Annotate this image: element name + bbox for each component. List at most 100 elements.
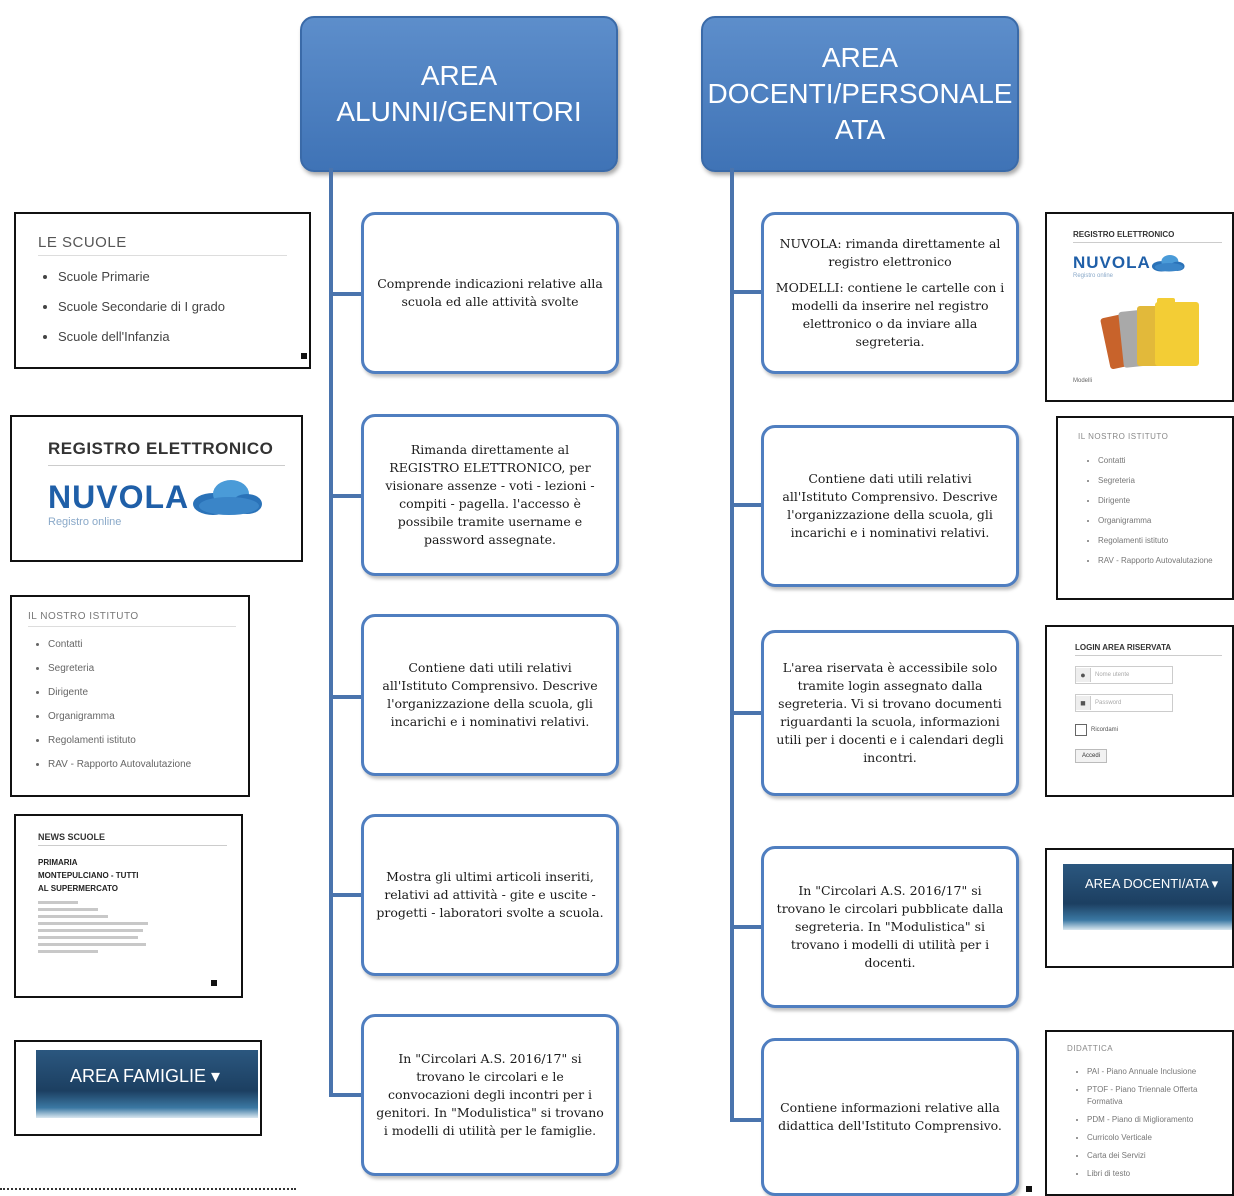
list-item: PAI - Piano Annuale Inclusione [1087, 1063, 1224, 1081]
thumb-area-famiglie: AREA FAMIGLIE ▾ [14, 1040, 262, 1136]
nuvola-logo: NUVOLA [1073, 253, 1222, 273]
login-button[interactable]: Accedi [1075, 749, 1108, 763]
node-area-famiglie: In "Circolari A.S. 2016/17" si trovano l… [361, 1014, 619, 1176]
nuvola-wordmark: NUVOLA [1073, 253, 1151, 272]
thumb-area-docenti-ata: AREA DOCENTI/ATA ▾ [1045, 848, 1234, 968]
right-branch-2 [730, 503, 762, 507]
left-branch-1 [329, 292, 362, 296]
thumb-nostro-istituto: IL NOSTRO ISTITUTO Contatti Segreteria D… [10, 595, 250, 797]
list-item: Dirigente [1098, 491, 1224, 511]
header-line-2: DOCENTI/PERSONALE [707, 78, 1013, 109]
list-item: Organigramma [1098, 511, 1224, 531]
node-area-riservata: L'area riservata è accessibile solo tram… [761, 630, 1019, 796]
list-item: Regolamenti istituto [48, 729, 236, 753]
thumb-title: NEWS SCUOLE [38, 832, 227, 846]
news-body-placeholder [38, 901, 227, 953]
right-branch-1 [730, 290, 762, 294]
nuvola-subtitle: Registro online [1073, 273, 1114, 279]
thumb-news-scuole: NEWS SCUOLE PRIMARIA MONTEPULCIANO - TUT… [14, 814, 243, 998]
list-item: Carta dei Servizi [1087, 1147, 1224, 1165]
thumb-title: IL NOSTRO ISTITUTO [1078, 432, 1169, 441]
node-area-docenti-ata: In "Circolari A.S. 2016/17" si trovano l… [761, 846, 1019, 1008]
node-news-scuole: Mostra gli ultimi articoli inseriti, rel… [361, 814, 619, 976]
list-item: Libri di testo [1087, 1165, 1224, 1183]
user-icon: ● [1076, 668, 1091, 682]
node-text-nuvola: NUVOLA: rimanda direttamente al registro… [779, 236, 1001, 269]
list-item: PDM - Piano di Miglioramento [1087, 1111, 1224, 1129]
corner-mark [301, 353, 307, 359]
header-area-alunni-genitori: AREA ALUNNI/GENITORI [300, 16, 618, 172]
node-text: L'area riservata è accessibile solo tram… [776, 660, 1004, 765]
thumb-list: Scuole Primarie Scuole Secondarie di I g… [38, 262, 287, 352]
list-item: Dirigente [48, 681, 236, 705]
nuvola-wordmark: NUVOLA [48, 478, 190, 515]
thumb-didattica: DIDATTICA PAI - Piano Annuale Inclusione… [1045, 1030, 1234, 1196]
node-text: In "Circolari A.S. 2016/17" si trovano l… [776, 883, 1004, 970]
right-branch-5 [730, 1118, 762, 1122]
page-dotted-rule [0, 1188, 296, 1190]
thumb-nostro-istituto-right: IL NOSTRO ISTITUTO Contatti Segreteria D… [1056, 416, 1234, 600]
lock-icon: ■ [1076, 696, 1091, 710]
remember-label: Ricordami [1091, 727, 1119, 733]
node-text-modelli: MODELLI: contiene le cartelle con i mode… [775, 280, 1005, 349]
node-registro-elettronico: Rimanda direttamente al REGISTRO ELETTRO… [361, 414, 619, 576]
node-nostro-istituto: Contiene dati utili relativi all'Istitut… [361, 614, 619, 776]
node-text: Comprende indicazioni relative alla scuo… [377, 276, 603, 309]
folders-caption: Modelli [1073, 378, 1093, 384]
news-headline-line: PRIMARIA [38, 858, 78, 867]
thumb-title: REGISTRO ELETTRONICO [1073, 230, 1222, 243]
username-field[interactable]: ● Nome utente [1075, 666, 1173, 684]
thumb-list: PAI - Piano Annuale Inclusione PTOF - Pi… [1067, 1063, 1224, 1183]
node-text: In "Circolari A.S. 2016/17" si trovano l… [376, 1051, 604, 1138]
node-text: Mostra gli ultimi articoli inseriti, rel… [376, 869, 604, 920]
list-item: RAV - Rapporto Autovalutazione [48, 753, 236, 777]
list-item: Segreteria [48, 657, 236, 681]
area-famiglie-banner: AREA FAMIGLIE ▾ [36, 1050, 258, 1118]
password-placeholder: Password [1095, 700, 1122, 706]
node-nuvola-modelli: NUVOLA: rimanda direttamente al registro… [761, 212, 1019, 374]
corner-mark [211, 980, 217, 986]
left-trunk-connector [329, 168, 333, 1095]
left-branch-2 [329, 494, 362, 498]
left-branch-3 [329, 695, 362, 699]
left-branch-5 [329, 1093, 362, 1097]
header-line-3: ATA [834, 114, 886, 145]
list-item: Contatti [1098, 451, 1224, 471]
thumb-title: LOGIN AREA RISERVATA [1075, 643, 1222, 656]
list-item: Scuole dell'Infanzia [58, 322, 287, 352]
thumb-le-scuole: LE SCUOLE Scuole Primarie Scuole Seconda… [14, 212, 311, 369]
right-trunk-connector [730, 168, 734, 1120]
left-branch-4 [329, 893, 362, 897]
thumb-list: Contatti Segreteria Dirigente Organigram… [1078, 451, 1224, 571]
news-headline-line: MONTEPULCIANO - TUTTI [38, 871, 139, 880]
thumb-title: IL NOSTRO ISTITUTO [28, 611, 236, 627]
list-item: Contatti [48, 633, 236, 657]
thumb-registro-nuvola-right: REGISTRO ELETTRONICO NUVOLA Registro onl… [1045, 212, 1234, 402]
list-item: Organigramma [48, 705, 236, 729]
list-item: Regolamenti istituto [1098, 531, 1224, 551]
remember-row[interactable]: Ricordami [1075, 724, 1222, 736]
thumb-title: LE SCUOLE [38, 234, 287, 256]
header-line-2: ALUNNI/GENITORI [336, 96, 582, 127]
nuvola-subtitle: Registro online [48, 516, 122, 528]
node-nostro-istituto-docenti: Contiene dati utili relativi all'Istitut… [761, 425, 1019, 587]
thumb-title: DIDATTICA [1067, 1044, 1114, 1053]
header-line-1: AREA [420, 60, 498, 91]
node-didattica: Contiene informazioni relative alla dida… [761, 1038, 1019, 1196]
corner-mark [1026, 1186, 1032, 1192]
news-headline: PRIMARIA MONTEPULCIANO - TUTTI AL SUPERM… [38, 856, 227, 895]
nuvola-logo: NUVOLA [48, 478, 285, 516]
list-item: Scuole Secondarie di I grado [58, 292, 287, 322]
folders-icon [1100, 298, 1199, 370]
cloud-icon [1151, 254, 1185, 272]
right-branch-3 [730, 711, 762, 715]
remember-checkbox[interactable] [1075, 724, 1087, 736]
thumb-title: REGISTRO ELETTRONICO [48, 439, 285, 466]
list-item: RAV - Rapporto Autovalutazione [1098, 551, 1224, 571]
area-docenti-banner: AREA DOCENTI/ATA ▾ [1063, 864, 1232, 930]
list-item: PTOF - Piano Triennale Offerta Formativa [1087, 1084, 1224, 1108]
list-item: Scuole Primarie [58, 262, 287, 292]
node-text: Contiene informazioni relative alla dida… [778, 1100, 1002, 1133]
password-field[interactable]: ■ Password [1075, 694, 1173, 712]
node-text: Rimanda direttamente al REGISTRO ELETTRO… [385, 442, 595, 547]
